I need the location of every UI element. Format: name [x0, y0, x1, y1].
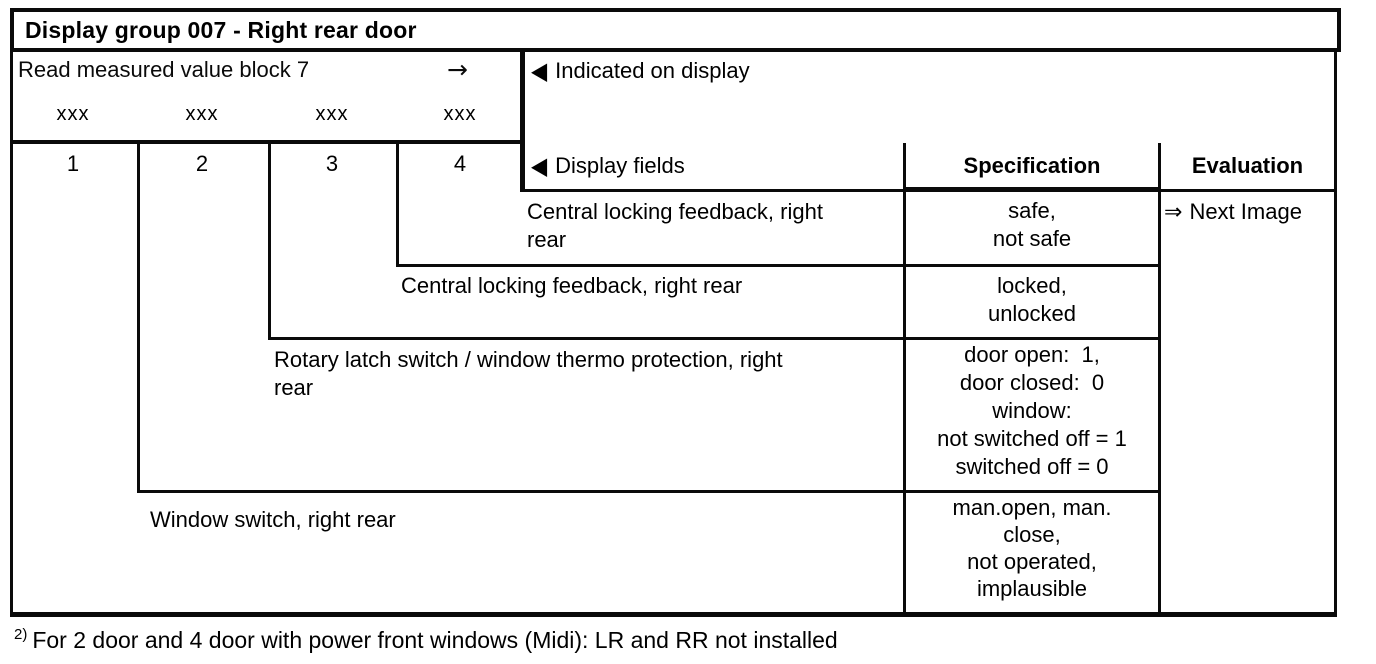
title-bar: Display group 007 - Right rear door [10, 8, 1341, 52]
display-value-3: xxx [315, 103, 349, 125]
row-specification-field-3: locked, unlocked [987, 273, 1077, 326]
row-specification-field-1: man.open, man. close, not operated, impl… [952, 495, 1112, 601]
field-row-top-line [10, 140, 525, 144]
read-measured-value-label: Read measured value block 7 [18, 57, 310, 82]
display-value-2: xxx [185, 103, 219, 125]
row-specification-field-2: door open: 1, door closed: 0 window: not… [937, 342, 1127, 479]
indicated-on-display-marker: ◀ Indicated on display [531, 58, 750, 84]
evaluation-next-image: ⇒ Next Image [1164, 199, 1302, 225]
field2-step-line [268, 140, 271, 340]
row-specification-field-4: safe, not safe [992, 198, 1072, 251]
display-value-4: xxx [443, 103, 477, 125]
table-border-left [10, 52, 13, 617]
footnote-text: For 2 door and 4 door with power front w… [32, 627, 838, 653]
table-border-right [1334, 52, 1337, 617]
field-number-4: 4 [453, 151, 467, 176]
row-description-field-1: Window switch, right rear [150, 507, 396, 532]
evaluation-text: Next Image [1189, 199, 1302, 224]
row-description-field-4: Central locking feedback, right rear [527, 199, 823, 252]
evaluation-column-header: Evaluation [1191, 153, 1304, 178]
field1-step-line [137, 140, 140, 493]
row3-separator [137, 490, 1161, 493]
field3-step-line [396, 140, 399, 267]
display-fields-marker: ◀ Display fields [531, 153, 685, 179]
display-value-1: xxx [56, 103, 90, 125]
field-number-2: 2 [195, 151, 209, 176]
left-triangle-icon: ◀ [531, 151, 548, 180]
left-triangle-icon: ◀ [531, 56, 548, 85]
row-description-field-3: Central locking feedback, right rear [401, 273, 743, 298]
spec-header-bottom-line [903, 187, 1161, 192]
field-number-1: 1 [66, 151, 80, 176]
row1-separator [396, 264, 1161, 267]
header-divider-vertical [520, 52, 525, 192]
double-arrow-icon: ⇒ [1164, 200, 1183, 225]
row2-separator [268, 337, 1161, 340]
spec-column-left-line [903, 143, 906, 612]
specification-column-header: Specification [963, 153, 1101, 178]
table-border-bottom [10, 612, 1337, 617]
field-number-3: 3 [325, 151, 339, 176]
eval-column-left-line [1158, 143, 1161, 612]
row-description-field-2: Rotary latch switch / window thermo prot… [274, 347, 783, 400]
right-arrow-icon: → [447, 55, 468, 84]
footnote-marker: 2) [14, 626, 28, 643]
footnote: 2)For 2 door and 4 door with power front… [14, 626, 838, 654]
display-fields-label: Display fields [555, 153, 685, 178]
page-title: Display group 007 - Right rear door [25, 16, 417, 43]
indicated-on-display-label: Indicated on display [555, 58, 750, 83]
